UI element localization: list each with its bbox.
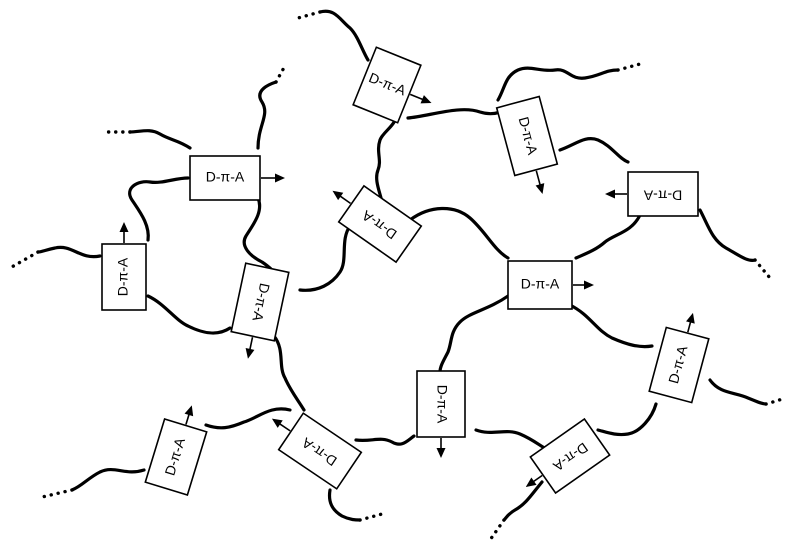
chain-continuation	[755, 260, 770, 278]
chromophore-label: D-π-A	[521, 276, 560, 292]
dipole-arrow-head	[437, 448, 446, 458]
chain-continuation	[490, 520, 504, 540]
dipole-arrow-head	[605, 190, 615, 199]
dipole-arrow-head	[275, 174, 285, 183]
chain-continuation	[298, 12, 320, 18]
chromophore-unit: D-π-A	[102, 222, 146, 310]
chromophore-unit: D-π-A	[417, 371, 465, 458]
chromophore-label: D-π-A	[206, 169, 245, 185]
polymer-chain	[130, 131, 190, 148]
dipole-arrow	[536, 171, 540, 186]
polymer-chain	[148, 296, 230, 333]
polymer-chain	[356, 436, 414, 444]
polymer-chain	[710, 380, 766, 404]
polymer-chain	[440, 296, 508, 372]
polymer-chain	[320, 11, 368, 60]
polymer-chain	[244, 198, 272, 270]
dipole-arrow	[279, 423, 291, 431]
polymer-chain	[38, 247, 100, 256]
chromophore-unit: D-π-A	[260, 400, 362, 488]
polymer-chain	[410, 208, 508, 258]
chromophore-unit: D-π-A	[320, 173, 421, 262]
polymer-chain	[560, 139, 628, 162]
dipole-arrow	[410, 94, 424, 100]
chromophore-label: D-π-A	[434, 385, 450, 424]
polymer-chain	[300, 226, 350, 290]
chromophore-unit: D-π-A	[190, 156, 285, 200]
chromophore-label: D-π-A	[115, 257, 131, 296]
dipole-arrow-head	[185, 404, 197, 416]
dipole-arrow	[339, 195, 350, 203]
dipole-arrow-head	[584, 281, 594, 290]
chromophore-unit: D-π-A	[145, 399, 213, 495]
dipole-arrow-head	[523, 478, 536, 491]
chromophore-unit: D-π-A	[649, 307, 714, 402]
polymer-chain	[570, 305, 652, 347]
polymer-chain	[130, 178, 188, 240]
chain-continuation	[38, 490, 72, 498]
polymer-chain	[377, 112, 397, 202]
chromophore-unit: D-π-A	[508, 261, 594, 309]
dipole-arrow	[250, 337, 253, 351]
chromophore-unit: D-π-A	[605, 172, 698, 216]
dipole-arrow-head	[330, 187, 343, 200]
polymer-chain	[274, 336, 304, 410]
chain-continuation	[618, 64, 640, 70]
chromophore-unit: D-π-A	[513, 419, 610, 505]
chain-continuation	[360, 514, 382, 520]
polymer-chain	[72, 470, 144, 490]
polymer-chain	[504, 482, 542, 520]
dipole-arrow-head	[686, 312, 697, 324]
polymer-chain	[576, 215, 640, 258]
dipole-arrow-head	[120, 222, 129, 232]
polymer-chain	[598, 404, 656, 435]
dipole-arrow-head	[269, 415, 282, 428]
dipole-arrow-head	[244, 348, 255, 360]
dipole-arrow-head	[536, 183, 547, 195]
chain-continuation	[276, 64, 286, 82]
chromophore-label: D-π-A	[643, 187, 682, 203]
polymer-chain	[258, 82, 276, 148]
polymer-chain	[700, 210, 755, 260]
polymer-chain	[408, 105, 512, 118]
chain-continuation	[10, 252, 38, 268]
chain-continuation	[766, 398, 786, 404]
chromophore-unit: D-π-A	[497, 96, 564, 199]
polymer-chain	[498, 68, 618, 100]
polymer-chain	[330, 490, 361, 520]
dipole-arrow-head	[421, 95, 434, 107]
polymer-chain	[476, 430, 548, 450]
